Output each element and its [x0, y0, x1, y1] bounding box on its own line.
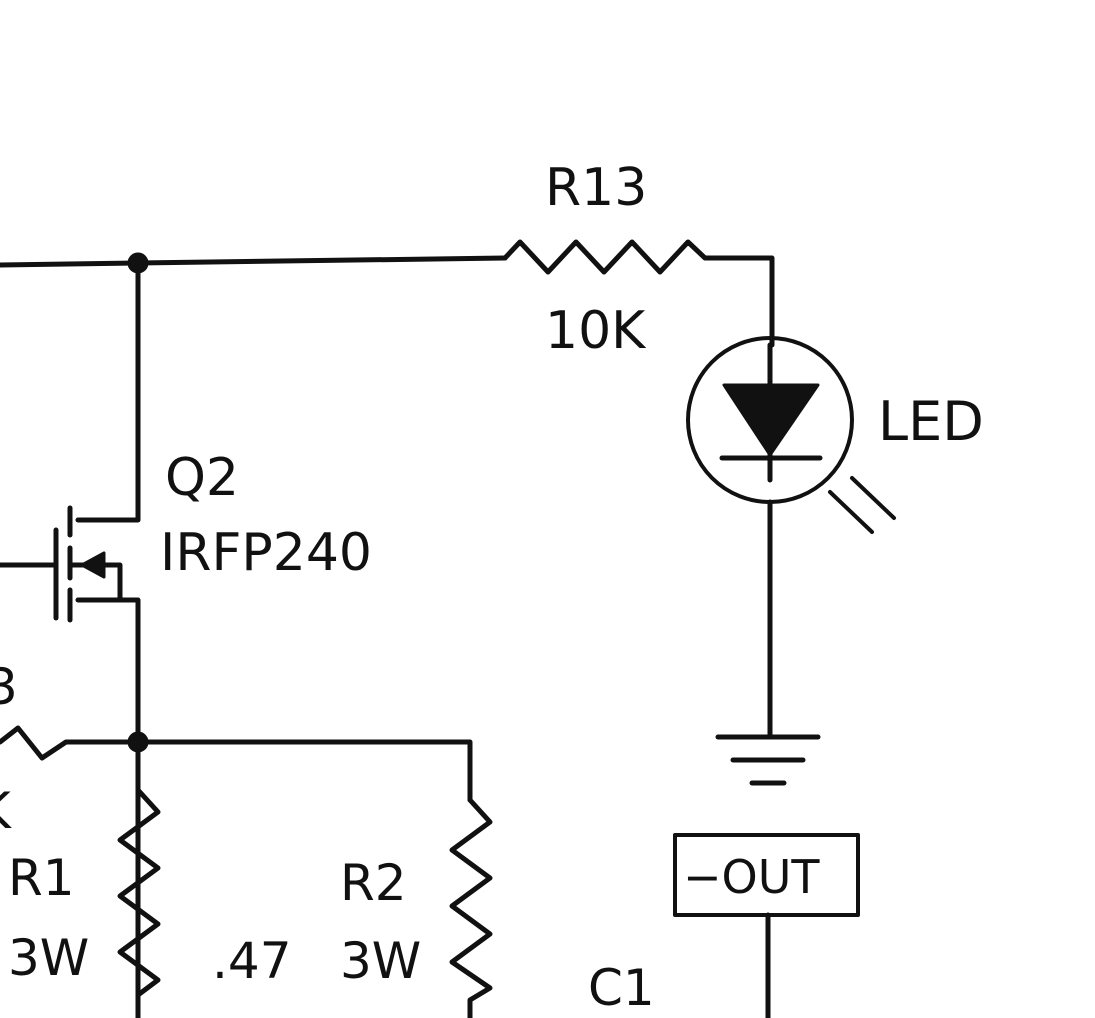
ground-icon: [715, 734, 821, 786]
partial-left-resistor-icon: [0, 725, 141, 761]
r13-value-label: 10K: [545, 301, 647, 361]
source-node-wire: [135, 739, 473, 803]
out-terminal-box: [673, 833, 860, 1018]
r1-resistor-icon: [117, 787, 161, 1018]
led-diode-icon: [686, 336, 896, 534]
partial-left-ref-label: 3: [0, 658, 18, 716]
junction-dot-icon: [127, 252, 149, 274]
q2-ref-label: Q2: [165, 448, 239, 508]
r2-value-label: .47: [212, 932, 292, 990]
c1-ref-label: C1: [588, 959, 655, 1017]
n-channel-mosfet-icon: [0, 505, 123, 623]
r2-rating-label: 3W: [340, 932, 421, 990]
r2-resistor-icon: [449, 797, 493, 1018]
out-terminal-label: −OUT: [683, 850, 820, 904]
r13-resistor-icon: [502, 239, 775, 348]
q2-drain-source-wire: [75, 260, 141, 1018]
top-rail-wire: [0, 255, 508, 268]
junction-dot-icon: [127, 731, 149, 753]
r13-ref-label: R13: [545, 158, 647, 218]
r2-ref-label: R2: [340, 854, 407, 912]
q2-part-label: IRFP240: [160, 523, 372, 583]
r1-rating-label: 3W: [8, 929, 89, 987]
led-ref-label: LED: [878, 390, 984, 453]
partial-left-value-label: K: [0, 782, 12, 840]
r1-ref-label: R1: [8, 849, 75, 907]
